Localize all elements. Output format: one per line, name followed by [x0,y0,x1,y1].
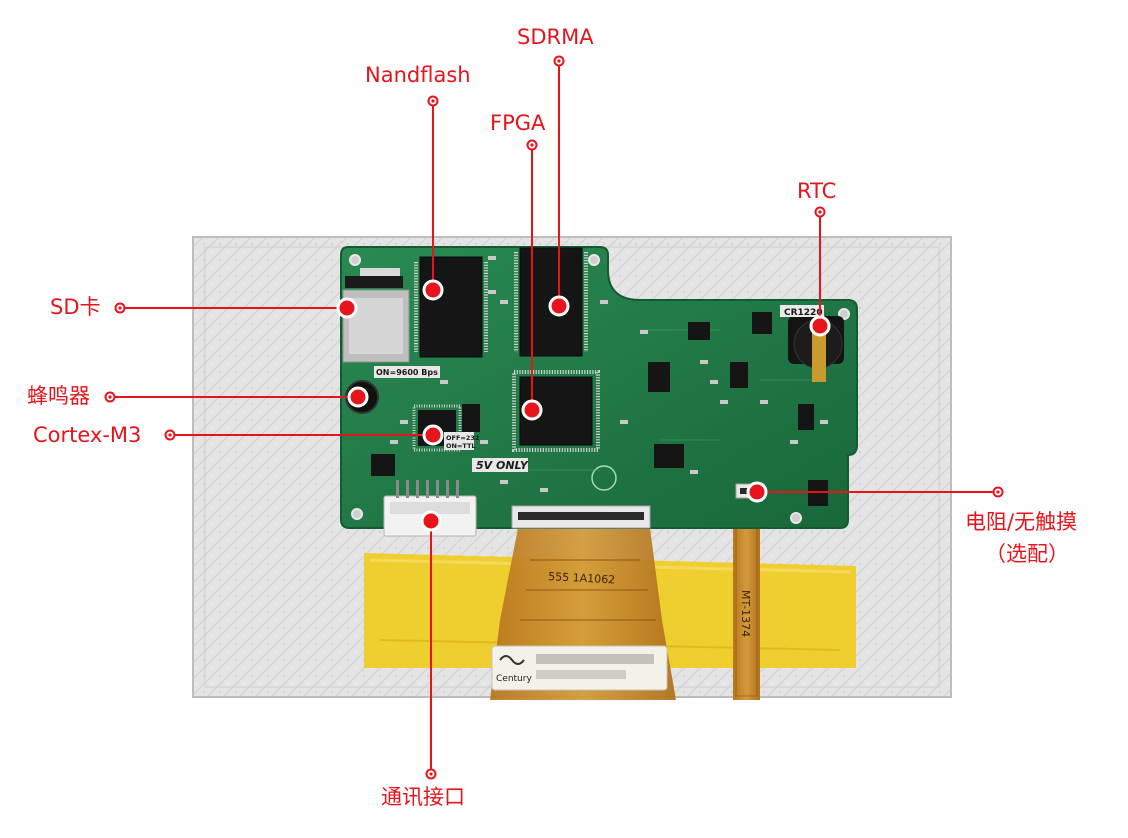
fpc-connector [511,505,651,529]
callout-endpoints [104,55,1004,780]
voltage-label: 5V ONLY [476,459,529,472]
label-cortex-m3: Cortex-M3 [33,423,142,447]
interface-mode-line1: OFF=232 [446,434,479,442]
pcb-board: CR1220 ON=9600 Bps OFF=232 ON=TTL 5V ONL… [340,246,858,537]
sd-card-slot [342,276,410,363]
target-sdrma [548,295,570,317]
target-rtc [809,315,831,337]
label-ring-dots [108,59,1000,776]
label-touch-line1: 电阻/无触摸 [965,510,1078,534]
blurred-sticker: Century [491,645,668,691]
label-fpga: FPGA [490,111,546,135]
touch-flex-text: MT-1374 [739,590,752,637]
target-comm [420,510,442,532]
target-cortex [422,424,444,446]
nandflash-chip [414,256,488,358]
target-markers [336,279,831,532]
baud-label: ON=9600 Bps [376,368,438,377]
target-fpga [521,399,543,421]
label-nandflash: Nandflash [365,63,471,87]
label-touch-line2: （选配） [985,542,1069,566]
target-nandflash [422,279,444,301]
target-buzzer [347,386,369,408]
target-sd-card [336,297,358,319]
label-rtc: RTC [797,179,837,203]
label-sdrma: SDRMA [517,25,594,49]
interface-mode-line2: ON=TTL [446,442,476,450]
callout-leaders [110,61,998,774]
brand-logo-text: Century [496,674,532,684]
label-comm-port: 通讯接口 [381,785,465,809]
target-touch [746,481,768,503]
label-buzzer: 蜂鸣器 [27,384,90,408]
battery-label: CR1220 [784,308,823,318]
flex-cable-text: 555 1A1062 [548,570,616,586]
label-sd-card: SD卡 [50,295,101,319]
interface-mode-label: OFF=232 ON=TTL [446,434,482,450]
touch-flex-cable: MT-1374 [733,495,760,700]
